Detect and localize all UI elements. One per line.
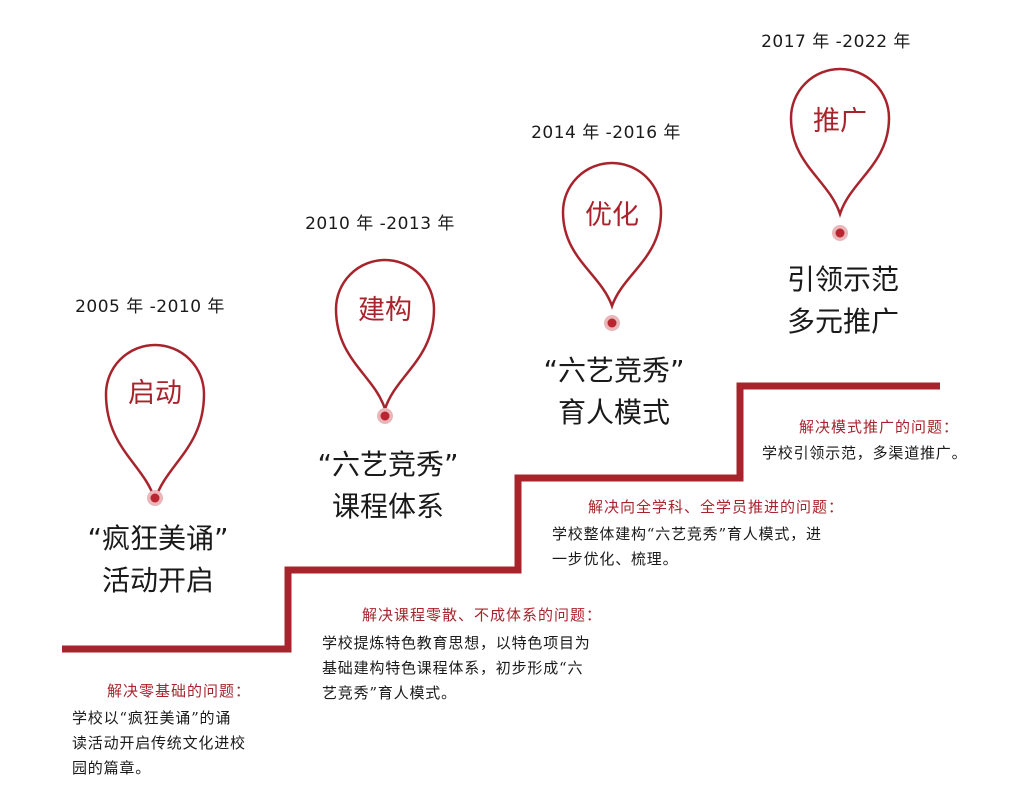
stage-1-problem-text: 学校以“疯狂美诵”的诵 读活动开启传统文化进校 园的篇章。 <box>72 706 246 781</box>
stage-1-text-line-2: 读活动开启传统文化进校 <box>72 734 246 752</box>
stage-1-title-line-2: 活动开启 <box>101 564 215 597</box>
stage-2-title: “六艺竞秀” 课程体系 <box>317 444 458 528</box>
stage-4-title: 引领示范 多元推广 <box>787 259 899 343</box>
stage-3-problem-heading: 解决向全学科、全学员推进的问题： <box>588 498 845 516</box>
stage-1-dot <box>150 493 160 503</box>
stage-2-period: 2010 年 -2013 年 <box>305 214 455 234</box>
stage-4-title-line-1: 引领示范 <box>786 263 900 296</box>
stage-2-text-line-3: 艺竞秀”育人模式。 <box>322 684 457 702</box>
stage-3-pin-label: 优化 <box>585 200 639 231</box>
stage-4-period: 2017 年 -2022 年 <box>761 32 911 52</box>
stage-4-text-line-1: 学校引领示范，多渠道推广。 <box>762 444 968 462</box>
stage-1-pin-label: 启动 <box>128 378 182 409</box>
stage-3-problem-text: 学校整体建构“六艺竞秀”育人模式，进 一步优化、梳理。 <box>552 522 822 572</box>
stage-4-title-line-2: 多元推广 <box>786 305 900 338</box>
stage-3-text-line-2: 一步优化、梳理。 <box>552 550 679 568</box>
stage-3-title-line-2: 育人模式 <box>557 396 671 429</box>
stage-2-problem-text: 学校提炼特色教育思想，以特色项目为 基础建构特色课程体系，初步形成“六 艺竞秀”… <box>322 631 591 706</box>
stage-4-dot <box>835 228 845 238</box>
stage-2-title-line-2: 课程体系 <box>331 490 445 523</box>
stage-3-title-line-1: “六艺竞秀” <box>543 354 685 387</box>
stage-1-text-line-3: 园的篇章。 <box>72 759 152 777</box>
stage-4-problem-heading: 解决模式推广的问题： <box>799 418 960 436</box>
stage-2-dot <box>380 411 390 421</box>
stage-1-period: 2005 年 -2010 年 <box>75 297 225 317</box>
stage-1-title: “疯狂美诵” 活动开启 <box>87 518 228 602</box>
stage-1-text-line-1: 学校以“疯狂美诵”的诵 <box>72 709 232 727</box>
stage-3-text-line-1: 学校整体建构“六艺竞秀”育人模式，进 <box>552 525 822 543</box>
stage-3-title: “六艺竞秀” 育人模式 <box>543 350 684 434</box>
stage-2-text-line-1: 学校提炼特色教育思想，以特色项目为 <box>322 634 591 652</box>
stage-4-problem-text: 学校引领示范，多渠道推广。 <box>762 441 967 466</box>
stage-1-location-pin-icon: 启动 <box>104 343 206 506</box>
stage-2-problem-heading: 解决课程零散、不成体系的问题： <box>362 606 603 624</box>
staircase-line <box>62 382 940 653</box>
stage-3-period: 2014 年 -2016 年 <box>531 123 681 143</box>
stage-3-location-pin-icon: 优化 <box>561 161 663 331</box>
stage-4-pin-label: 推广 <box>813 106 867 137</box>
stage-2-title-line-1: “六艺竞秀” <box>317 448 459 481</box>
stage-1-title-line-1: “疯狂美诵” <box>87 522 229 555</box>
stage-3-dot <box>607 318 617 328</box>
stage-1-problem-heading: 解决零基础的问题： <box>107 682 252 700</box>
stage-2-text-line-2: 基础建构特色课程体系，初步形成“六 <box>322 659 584 677</box>
stage-4-location-pin-icon: 推广 <box>789 67 891 241</box>
stage-2-location-pin-icon: 建构 <box>334 258 436 424</box>
stage-2-pin-label: 建构 <box>358 295 412 326</box>
